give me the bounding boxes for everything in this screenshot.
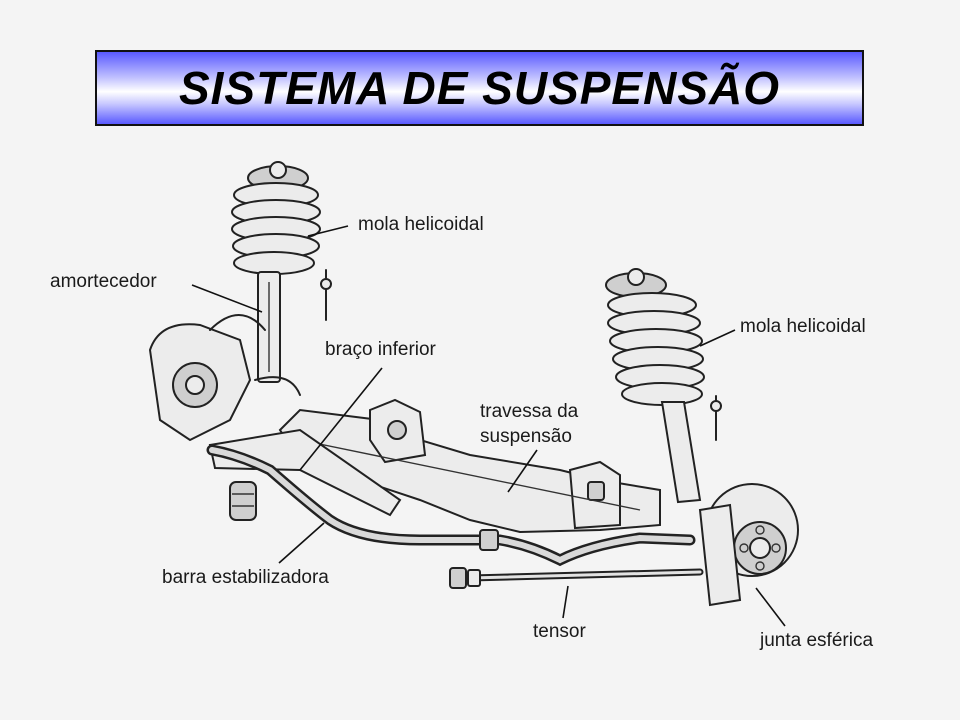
- label-barra-estabilizadora: barra estabilizadora: [162, 567, 329, 588]
- stabilizer-bar: [206, 444, 696, 567]
- right-strut: [605, 268, 722, 504]
- suspension-crossmember: [278, 398, 661, 534]
- left-strut: [231, 161, 332, 383]
- title-banner: SISTEMA DE SUSPENSÃO: [95, 50, 864, 126]
- right-shock-absorber: [660, 401, 702, 504]
- label-travessa-line2: suspensão: [480, 426, 572, 447]
- left-hub: [148, 314, 301, 442]
- left-coil-spring: [231, 182, 321, 275]
- label-tensor: tensor: [533, 621, 586, 642]
- left-lower-bushing: [229, 481, 257, 521]
- label-mola-helicoidal-left: mola helicoidal: [358, 214, 484, 235]
- leader-lines: [191, 225, 786, 627]
- left-lower-arm: [208, 428, 402, 517]
- tensor-rod: [449, 567, 704, 589]
- label-braco-inferior: braço inferior: [325, 339, 437, 360]
- page-title: SISTEMA DE SUSPENSÃO: [178, 62, 781, 114]
- label-amortecedor: amortecedor: [50, 271, 157, 292]
- right-hub: [698, 483, 799, 607]
- label-junta-esferica: junta esférica: [759, 630, 873, 651]
- label-mola-helicoidal-right: mola helicoidal: [740, 316, 866, 337]
- label-travessa-line1: travessa da: [480, 401, 579, 422]
- right-coil-spring: [607, 292, 705, 406]
